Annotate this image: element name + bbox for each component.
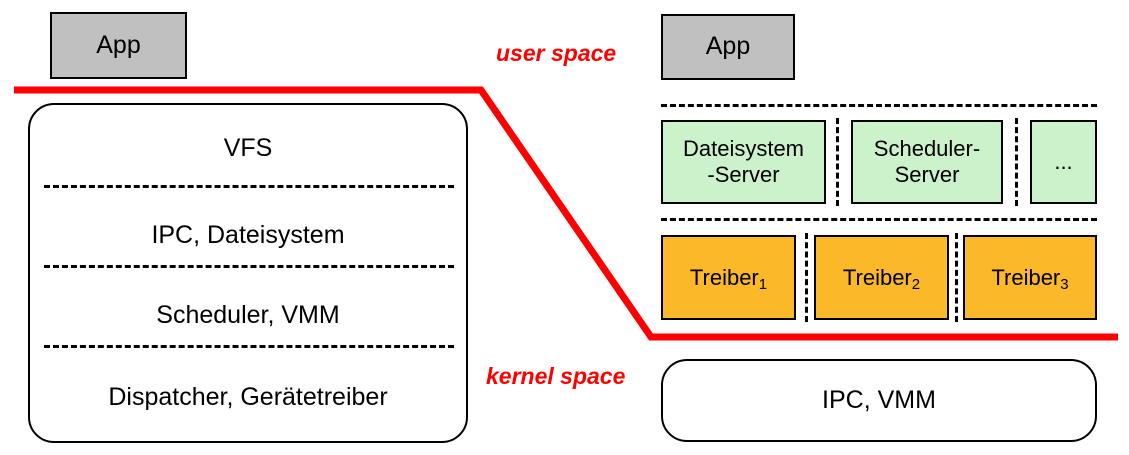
driver-box-3: Treiber3 bbox=[963, 235, 1097, 320]
monolithic-layer-label: Scheduler, VMM bbox=[156, 300, 340, 329]
monolithic-layer-ipc-dateisystem: IPC, Dateisystem bbox=[28, 210, 468, 260]
server-label-line2: -Server bbox=[707, 162, 780, 187]
server-label-ellipsis: ... bbox=[1054, 149, 1073, 175]
monolithic-separator-3 bbox=[44, 345, 454, 348]
monolithic-layer-label: IPC, Dateisystem bbox=[151, 220, 345, 249]
microkernel-core-label-wrap: IPC, VMM bbox=[661, 359, 1097, 442]
driver-divider-1 bbox=[805, 233, 808, 322]
server-divider-1 bbox=[836, 118, 839, 206]
monolithic-separator-1 bbox=[44, 185, 454, 188]
server-divider-2 bbox=[1015, 118, 1018, 206]
monolithic-layer-dispatcher-geraetetreiber: Dispatcher, Gerätetreiber bbox=[28, 372, 468, 422]
app-box-microkernel: App bbox=[661, 14, 795, 80]
monolithic-layer-vfs: VFS bbox=[28, 123, 468, 173]
microkernel-separator-top bbox=[661, 104, 1097, 107]
driver-index: 2 bbox=[911, 276, 921, 294]
app-label-monolithic: App bbox=[96, 30, 141, 59]
app-label-microkernel: App bbox=[705, 32, 751, 61]
driver-name: Treiber bbox=[689, 264, 759, 290]
monolithic-layer-scheduler-vmm: Scheduler, VMM bbox=[28, 290, 468, 340]
server-label-line1: Scheduler- bbox=[873, 136, 981, 162]
driver-label-2: Treiber2 bbox=[842, 264, 921, 294]
user-space-label: user space bbox=[496, 40, 617, 66]
monolithic-layer-label: VFS bbox=[223, 133, 273, 162]
monolithic-layer-label: Dispatcher, Gerätetreiber bbox=[108, 382, 388, 411]
driver-index: 3 bbox=[1060, 276, 1069, 294]
driver-label-3: Treiber3 bbox=[991, 264, 1069, 294]
driver-box-2: Treiber2 bbox=[814, 235, 949, 320]
microkernel-core-box bbox=[661, 359, 1097, 442]
driver-label-1: Treiber1 bbox=[689, 264, 768, 294]
server-label-line2: Server bbox=[894, 162, 960, 187]
server-label-line1: Dateisystem bbox=[682, 136, 805, 162]
driver-box-1: Treiber1 bbox=[661, 235, 796, 320]
kernel-space-label: kernel space bbox=[486, 363, 626, 389]
server-box-dateisystem: Dateisystem -Server bbox=[661, 120, 826, 204]
driver-name: Treiber bbox=[991, 264, 1061, 290]
app-box-monolithic: App bbox=[50, 12, 187, 79]
driver-name: Treiber bbox=[842, 264, 912, 290]
driver-index: 1 bbox=[758, 276, 768, 294]
monolithic-separator-2 bbox=[44, 265, 454, 268]
server-box-more: ... bbox=[1030, 120, 1097, 204]
microkernel-separator-middle bbox=[661, 218, 1097, 221]
microkernel-core-label: IPC, VMM bbox=[822, 386, 936, 414]
driver-divider-2 bbox=[955, 233, 958, 322]
server-box-scheduler: Scheduler- Server bbox=[851, 120, 1003, 204]
